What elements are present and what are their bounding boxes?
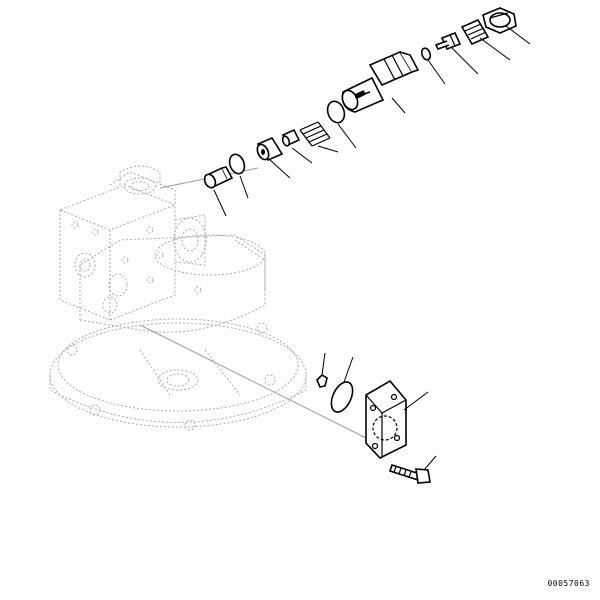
cover-axis-line xyxy=(139,324,371,441)
plug-icon xyxy=(203,166,234,189)
valve-block-ghost xyxy=(59,184,176,321)
valve-cartridge-icon xyxy=(341,50,420,113)
drawing-number: 00057063 xyxy=(547,579,590,588)
poppet-icon xyxy=(281,128,301,147)
o-ring-icon xyxy=(420,47,432,61)
o-ring-icon xyxy=(326,100,346,124)
motor-body-ghost xyxy=(79,234,266,333)
sleeve-icon xyxy=(256,136,284,162)
bolt-icon xyxy=(388,463,431,484)
pin-icon xyxy=(316,373,328,388)
screw-icon xyxy=(434,31,462,51)
spring-icon xyxy=(299,121,331,147)
o-ring-icon xyxy=(228,153,246,175)
cover-plate-icon xyxy=(365,379,407,459)
leader-lines xyxy=(213,25,531,471)
o-ring-icon xyxy=(330,381,354,413)
spring-icon xyxy=(460,18,490,46)
motor-housing-ghost xyxy=(49,165,371,441)
